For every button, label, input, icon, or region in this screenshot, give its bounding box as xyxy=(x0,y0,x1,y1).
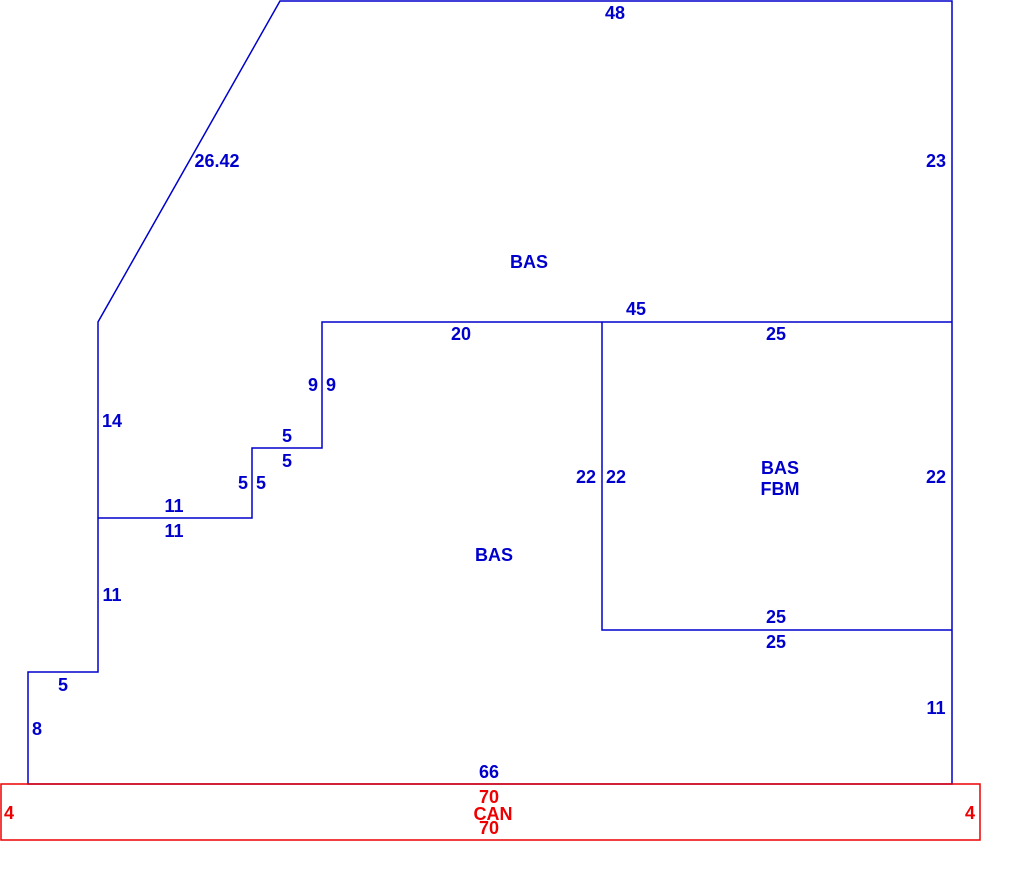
dim-canopy-left-4: 4 xyxy=(4,803,14,823)
dim-ledge-under-11: 11 xyxy=(164,521,183,541)
area-label-room-line1: BAS xyxy=(761,458,799,478)
dim-left-upper-14: 14 xyxy=(102,411,122,431)
area-label-upper-bas: BAS xyxy=(510,252,548,272)
dim-diagonal: 26.42 xyxy=(194,151,239,171)
dim-right-mid-22: 22 xyxy=(926,467,946,487)
dim-left-lower-8: 8 xyxy=(32,719,42,739)
dim-canopy-top-70: 70 xyxy=(479,787,499,807)
dim-ledge-top-11: 11 xyxy=(164,496,183,516)
dim-room-bottom-25-below: 25 xyxy=(766,632,786,652)
area-label-lower-bas: BAS xyxy=(475,545,513,565)
dim-top: 48 xyxy=(605,3,625,23)
fbm-room-partition xyxy=(601,322,952,631)
dim-inner-top-right: 25 xyxy=(766,324,786,344)
dim-mid-top: 45 xyxy=(626,299,646,319)
building-outline xyxy=(27,0,953,785)
area-label-canopy: CAN xyxy=(474,804,513,824)
dim-partition-right-22: 22 xyxy=(606,467,626,487)
interior-step-line xyxy=(98,321,952,519)
dim-step-top-5: 5 xyxy=(282,426,292,446)
dim-step-right-5: 5 xyxy=(256,473,266,493)
dim-room-bottom-25-above: 25 xyxy=(766,607,786,627)
dim-step-left-5: 5 xyxy=(238,473,248,493)
dim-step-under-5: 5 xyxy=(282,451,292,471)
dim-canopy-bottom-70: 70 xyxy=(479,818,499,838)
dim-inner-top-left: 20 xyxy=(451,324,471,344)
dim-bottom-66: 66 xyxy=(479,762,499,782)
canopy-outline xyxy=(0,783,981,841)
dim-right-upper: 23 xyxy=(926,151,946,171)
dim-partition-left-22: 22 xyxy=(576,467,596,487)
dim-step-left-9: 9 xyxy=(308,375,318,395)
dim-right-lower-11: 11 xyxy=(926,698,945,718)
dim-canopy-right-4: 4 xyxy=(965,803,975,823)
dim-step-right-9: 9 xyxy=(326,375,336,395)
dim-jog-5: 5 xyxy=(58,675,68,695)
area-label-room-line2: FBM xyxy=(761,479,800,499)
dim-left-mid-11: 11 xyxy=(102,585,121,605)
